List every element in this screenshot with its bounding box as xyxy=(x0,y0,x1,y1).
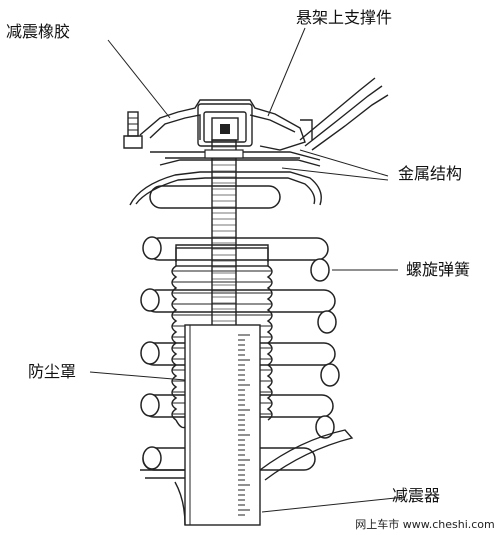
label-rubber: 减震橡胶 xyxy=(6,22,71,41)
label-top-mount: 悬架上支撑件 xyxy=(296,8,393,27)
lower-spring-seat xyxy=(140,429,354,526)
watermark: 网上车市 www.cheshi.com xyxy=(350,513,500,535)
hose-lines xyxy=(299,77,389,151)
label-damper: 减震器 xyxy=(392,486,441,505)
spring-left-coil-ends xyxy=(140,236,162,470)
top-mount xyxy=(123,99,313,151)
bellows-fold-edge xyxy=(266,265,273,421)
label-metal-structure: 金属结构 xyxy=(398,164,463,183)
spring-right-coil-ends xyxy=(310,258,340,439)
leader-lines xyxy=(89,27,406,513)
damper-body xyxy=(184,324,261,526)
upper-spring-seat xyxy=(129,151,322,206)
label-dust-boot: 防尘罩 xyxy=(28,362,77,381)
bellows-fold-edge xyxy=(171,265,178,421)
label-coil-spring: 螺旋弹簧 xyxy=(406,260,471,279)
